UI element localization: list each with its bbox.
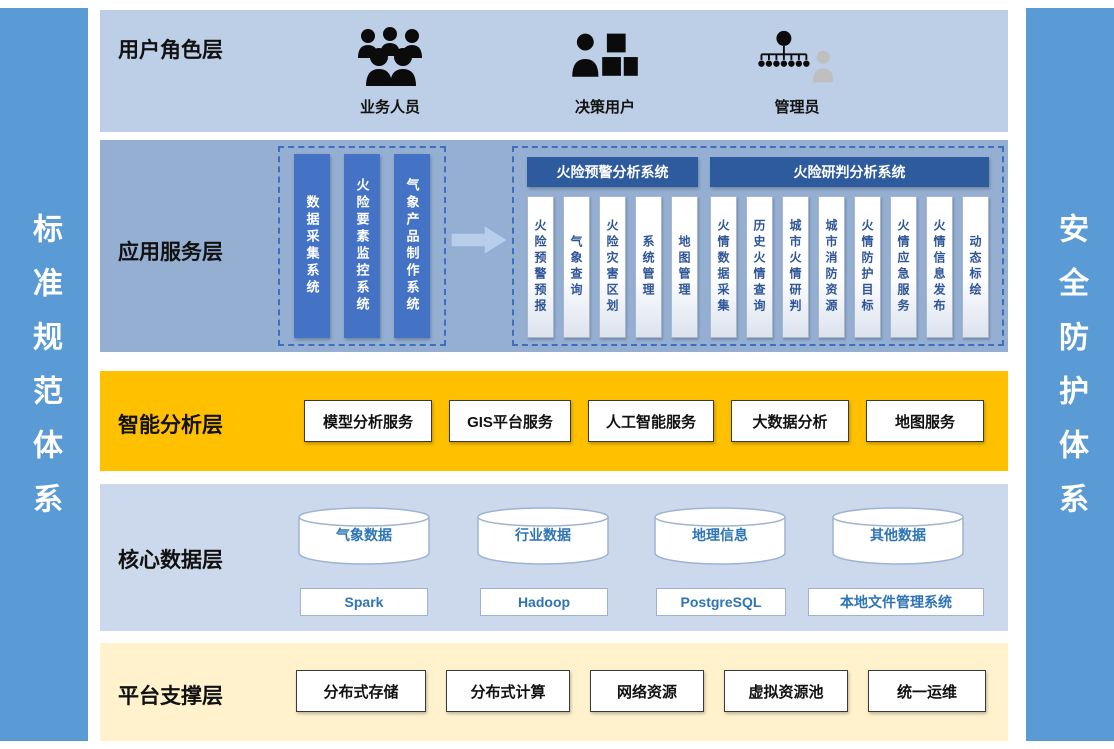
analysis-services-row: 模型分析服务 GIS平台服务 人工智能服务 大数据分析 地图服务 [304, 400, 984, 442]
standards-system-label: 标准规范体系 [28, 212, 61, 537]
service-box-gis-platform: GIS平台服务 [449, 400, 571, 442]
judgement-system-modules: 火情数据采集 历史火情查询 城市火情研判 城市消防资源 火情防护目标 火情应急服… [710, 196, 989, 338]
service-box-model-analysis: 模型分析服务 [304, 400, 432, 442]
platform-components-row: 分布式存储 分布式计算 网络资源 虚拟资源池 统一运维 [296, 670, 986, 712]
module-bar: 火情数据采集 [710, 196, 737, 338]
database-industry-data: 行业数据 [476, 506, 610, 566]
module-bar: 地图管理 [671, 196, 698, 338]
database-other-data: 其他数据 [831, 506, 965, 566]
warning-system-modules: 火险预警预报 气象查询 火险灾害区划 系统管理 地图管理 [527, 196, 698, 338]
database-label: 气象数据 [336, 527, 392, 543]
layer-intelligent-analysis: 智能分析层 模型分析服务 GIS平台服务 人工智能服务 大数据分析 地图服务 [100, 371, 1008, 471]
module-bar: 火险预警预报 [527, 196, 554, 338]
database-label: 行业数据 [515, 527, 571, 543]
business-staff-icon [354, 22, 426, 88]
platform-box-virtual-resource-pool: 虚拟资源池 [724, 670, 848, 712]
module-bar: 火险灾害区划 [599, 196, 626, 338]
layer-intelligent-analysis-title: 智能分析层 [118, 414, 223, 437]
platform-box-distributed-computing: 分布式计算 [446, 670, 570, 712]
layer-app-service-title: 应用服务层 [118, 241, 223, 264]
source-system-label: 数据采集系统 [304, 195, 320, 297]
database-label: 地理信息 [692, 527, 748, 543]
role-administrator: 管理员 [722, 22, 872, 117]
decision-user-icon [571, 22, 639, 88]
security-system-label: 安全防护体系 [1054, 212, 1087, 537]
analysis-systems-group: 火险预警分析系统 火险预警预报 气象查询 火险灾害区划 系统管理 地图管理 火险… [512, 146, 1004, 346]
cylinder-icon [832, 507, 964, 565]
source-system-data-collection: 数据采集系统 [294, 154, 330, 338]
module-bar: 火情防护目标 [854, 196, 881, 338]
cylinder-icon [298, 507, 430, 565]
database-weather-data: 气象数据 [297, 506, 431, 566]
source-system-label: 气象产品制作系统 [404, 178, 420, 314]
role-label: 决策用户 [574, 99, 635, 116]
judgement-system-group: 火险研判分析系统 火情数据采集 历史火情查询 城市火情研判 城市消防资源 火情防… [710, 157, 989, 338]
source-system-weather-product: 气象产品制作系统 [394, 154, 430, 338]
judgement-system-header: 火险研判分析系统 [710, 157, 989, 187]
service-box-ai: 人工智能服务 [588, 400, 714, 442]
administrator-icon [755, 22, 839, 88]
cylinder-icon [654, 507, 786, 565]
layer-core-data-title: 核心数据层 [118, 549, 223, 572]
module-bar: 历史火情查询 [746, 196, 773, 338]
layer-app-service: 应用服务层 数据采集系统 火险要素监控系统 气象产品制作系统 火险预警分析系统 … [100, 140, 1008, 352]
module-bar: 火情信息发布 [926, 196, 953, 338]
source-system-fire-risk-monitoring: 火险要素监控系统 [344, 154, 380, 338]
layer-user-role: 用户角色层 业务人员 [100, 10, 1008, 132]
module-bar: 系统管理 [635, 196, 662, 338]
warning-system-group: 火险预警分析系统 火险预警预报 气象查询 火险灾害区划 系统管理 地图管理 [527, 157, 698, 338]
role-business-staff: 业务人员 [315, 22, 465, 117]
source-system-label: 火险要素监控系统 [354, 178, 370, 314]
platform-box-network-resources: 网络资源 [590, 670, 704, 712]
layer-core-data: 核心数据层 气象数据 行业数据 地理信息 [100, 484, 1008, 631]
service-box-map: 地图服务 [866, 400, 984, 442]
module-bar: 城市火情研判 [782, 196, 809, 338]
storage-postgresql: PostgreSQL [656, 588, 786, 616]
database-geographic-info: 地理信息 [653, 506, 787, 566]
service-box-bigdata: 大数据分析 [731, 400, 849, 442]
layer-user-role-title: 用户角色层 [118, 39, 223, 62]
storage-local-file-system: 本地文件管理系统 [808, 588, 984, 616]
module-bar: 火情应急服务 [890, 196, 917, 338]
module-bar: 城市消防资源 [818, 196, 845, 338]
module-bar: 动态标绘 [962, 196, 989, 338]
standards-system-bar: 标准规范体系 [0, 8, 88, 741]
security-system-bar: 安全防护体系 [1026, 8, 1114, 741]
layer-platform-support-title: 平台支撑层 [118, 685, 223, 708]
source-systems-group: 数据采集系统 火险要素监控系统 气象产品制作系统 [278, 146, 446, 346]
database-label: 其他数据 [870, 527, 926, 543]
role-decision-user: 决策用户 [530, 22, 680, 117]
layer-platform-support: 平台支撑层 分布式存储 分布式计算 网络资源 虚拟资源池 统一运维 [100, 643, 1008, 741]
role-label: 业务人员 [359, 99, 420, 116]
cylinder-icon [477, 507, 609, 565]
platform-box-distributed-storage: 分布式存储 [296, 670, 426, 712]
arrow-right-icon [450, 223, 510, 261]
warning-system-header: 火险预警分析系统 [527, 157, 698, 187]
storage-hadoop: Hadoop [480, 588, 608, 616]
platform-box-unified-ops: 统一运维 [868, 670, 986, 712]
storage-spark: Spark [300, 588, 428, 616]
module-bar: 气象查询 [563, 196, 590, 338]
role-label: 管理员 [774, 99, 820, 116]
